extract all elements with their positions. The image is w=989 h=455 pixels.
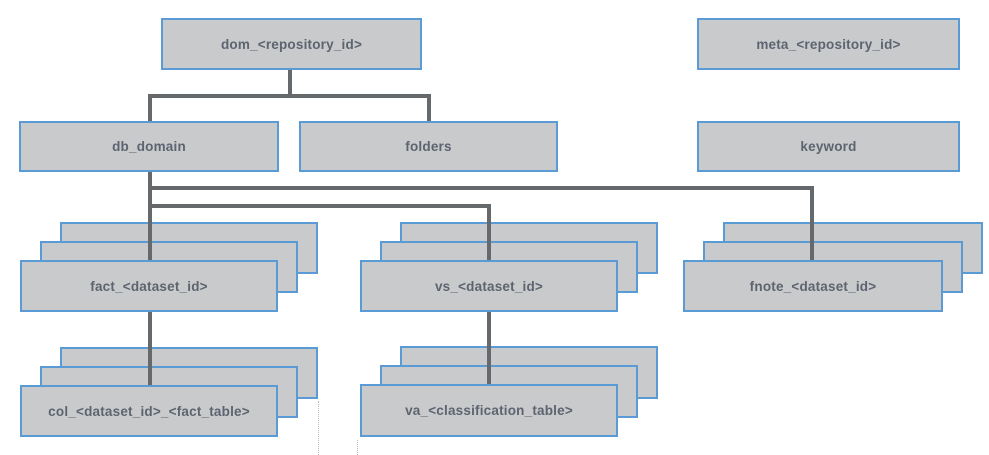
node-folders[interactable]: folders bbox=[299, 121, 558, 172]
node-fact-dataset-label: fact_<dataset_id> bbox=[90, 278, 208, 294]
node-dom-repository[interactable]: dom_<repository_id> bbox=[161, 18, 422, 70]
edge-db-fnote[interactable] bbox=[150, 186, 814, 262]
node-db-domain-label: db_domain bbox=[112, 139, 186, 154]
node-fnote-dataset-label: fnote_<dataset_id> bbox=[749, 278, 877, 294]
node-fact-dataset[interactable]: fact_<dataset_id> bbox=[20, 260, 278, 312]
node-va-classification-table-label: va_<classification_table> bbox=[405, 403, 573, 418]
node-meta-repository[interactable]: meta_<repository_id> bbox=[697, 18, 960, 70]
node-vs-dataset[interactable]: vs_<dataset_id> bbox=[360, 260, 618, 312]
node-meta-repository-label: meta_<repository_id> bbox=[756, 36, 901, 52]
node-keyword-label: keyword bbox=[800, 139, 857, 154]
node-va-classification-table[interactable]: va_<classification_table> bbox=[360, 384, 618, 437]
node-keyword[interactable]: keyword bbox=[697, 121, 960, 172]
node-vs-dataset-label: vs_<dataset_id> bbox=[434, 278, 544, 294]
node-col-dataset-fact-table-label: col_<dataset_id>_<fact_table> bbox=[48, 403, 250, 419]
node-fnote-dataset[interactable]: fnote_<dataset_id> bbox=[683, 260, 943, 312]
page-edge-dots bbox=[357, 440, 358, 455]
page-edge-dots bbox=[318, 401, 319, 455]
node-folders-label: folders bbox=[405, 139, 452, 154]
node-dom-repository-label: dom_<repository_id> bbox=[220, 36, 363, 52]
edge-db-vs-va[interactable] bbox=[150, 204, 491, 384]
edge-dom-branch[interactable] bbox=[148, 94, 431, 121]
node-col-dataset-fact-table[interactable]: col_<dataset_id>_<fact_table> bbox=[20, 385, 278, 437]
node-db-domain[interactable]: db_domain bbox=[19, 121, 279, 172]
